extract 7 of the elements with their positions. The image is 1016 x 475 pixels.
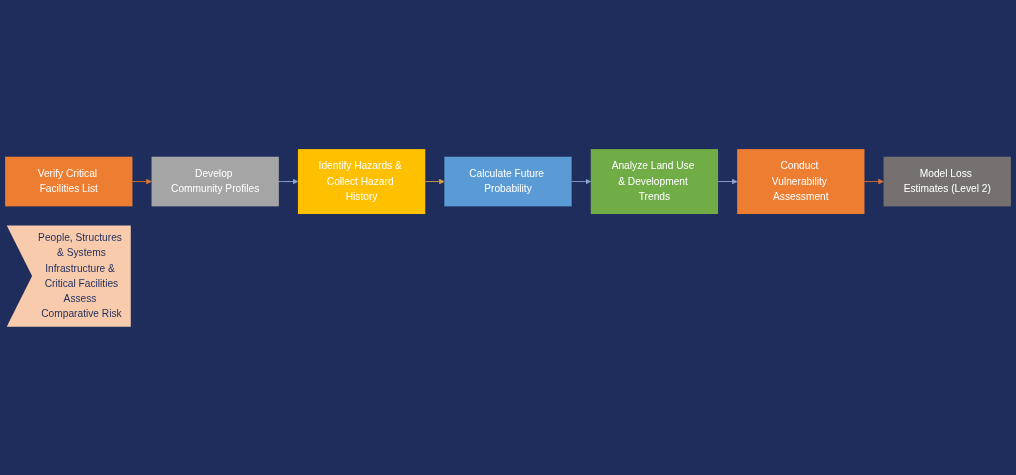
node-box: Analyze Land Use & Development Trends (590, 148, 719, 214)
node-box: Calculate Future Probability (444, 156, 572, 206)
node-box: Develop Community Profiles (151, 156, 279, 206)
node-box: Identify Hazards & Collect Hazard History (297, 148, 426, 214)
node-box: Verify Critical Facilities List (5, 156, 133, 206)
node-box: Conduct Vulnerability Assessment (737, 148, 865, 214)
node-box: Model Loss Estimates (Level 2) (883, 156, 1011, 206)
